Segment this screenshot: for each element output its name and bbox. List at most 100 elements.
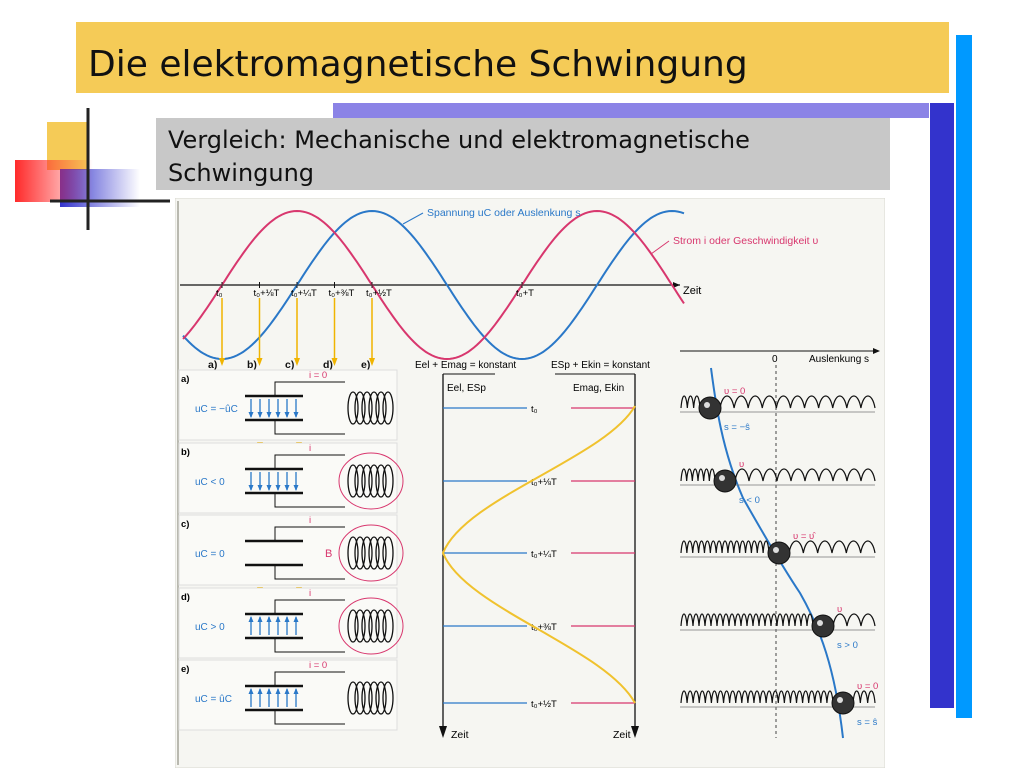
magnetic-field-loop [338,452,404,510]
spring-velocity-label: υ = 0 [857,681,878,692]
coil-loop [368,464,380,498]
coil-loop [368,609,380,643]
coil-loop [375,391,387,425]
spring-axis-zero: 0 [772,354,778,365]
circuit-current-label: i [309,588,311,599]
wire-top [274,381,345,396]
coil-loop [375,464,387,498]
time-axis-label: Zeit [683,285,701,297]
mass-ball [831,691,855,715]
field-arrow [266,616,272,622]
coil-loop [361,464,373,498]
field-arrow [266,688,272,694]
wire-bottom [274,420,345,435]
circuit-uc-label: uC = ûC [195,694,232,705]
wire-top [274,526,345,541]
spring-row: υs > 0 [680,604,876,651]
time-drop-arrow [256,358,263,366]
column-label-a: a) [208,359,217,371]
wire-bottom [274,638,345,653]
time-mark-label: t₀+¼T [291,288,317,299]
coil-loop [354,464,366,498]
circuit-uc-label: uC = −ûC [195,404,238,415]
wire-top [274,671,345,686]
wire-bottom [274,493,345,508]
title-bar [76,22,949,93]
spring-rows: υ = 0s = −ŝυs < 0υ = υ̂υs > 0υ = 0s = ŝ [680,386,878,728]
circuit-current-label: i [309,443,311,454]
mass-highlight [719,475,725,481]
circuit-uc-label: uC = 0 [195,549,225,560]
spring-right [832,613,876,627]
field-arrow [293,616,299,622]
column-label-b: b) [247,359,257,371]
spring-right [719,395,876,409]
circuit-uc-label: uC > 0 [195,622,225,633]
coil [347,464,394,498]
subtitle-box [156,118,890,190]
coil-loop [368,536,380,570]
field-arrow [266,485,272,491]
field-arrow [248,616,254,622]
coil-loop [382,681,394,715]
field-arrow [275,485,281,491]
spring-right [734,468,876,482]
coil-loop [368,681,380,715]
slide-subtitle: Vergleich: Mechanische und elektromagnet… [168,126,750,187]
current-curve [182,209,685,361]
circuit-row-label: b) [181,447,190,458]
energy-panel: Eel + Emag = konstant ESp + Ekin = konst… [415,360,650,741]
magnetic-field-loop [338,597,404,655]
spring-velocity-label: υ [739,459,744,470]
wire-top [274,599,345,614]
circuit-field-label: B [325,548,332,560]
circuit-row: b)uC < 0i [178,442,404,521]
wire-bottom [274,710,345,725]
coil-loop [375,609,387,643]
mass-highlight [704,402,710,408]
voltage-curve [182,209,685,361]
time-drop-arrow [331,358,338,366]
field-arrow [266,412,272,418]
wire-top [274,454,345,469]
mass-ball [767,541,791,565]
spring-left [680,613,814,627]
energy-row-label: t₀ [531,404,538,415]
spring-left [680,395,701,409]
coil-loop [361,536,373,570]
column-label-e: e) [361,359,370,371]
energy-right-eq: ESp + Ekin = konstant [551,360,650,371]
coil-loop [354,536,366,570]
coil-loop [361,681,373,715]
circuit-row-label: d) [181,592,190,603]
mass-ball [811,614,835,638]
field-arrow [257,688,263,694]
coil-loop [382,391,394,425]
spring-position-label: s = −ŝ [724,422,750,433]
magnetic-field-loop [338,524,404,582]
circuit-row: c)uC = 0iB [178,514,404,593]
mass-highlight [817,620,823,626]
field-arrow [293,412,299,418]
field-arrow [275,616,281,622]
column-label-c: c) [285,359,294,371]
coil-loop [361,391,373,425]
energy-row-label: t₀+⅜T [531,622,557,633]
accent-bar-blue-light [956,35,972,718]
mass-ball [698,396,722,420]
mass-highlight [837,697,843,703]
spring-row: υ = 0s = −ŝ [680,386,876,433]
circuit-current-label: i = 0 [309,370,327,381]
coil-loop [347,681,359,715]
time-mark-label: t₀ [216,288,223,299]
coil [347,609,394,643]
time-drop-arrow [294,358,300,366]
field-arrow [257,485,263,491]
circuit-row: d) uC > 0 i [178,587,404,666]
field-arrow [284,485,290,491]
energy-row-label: t₀+⅛T [531,477,557,488]
time-drop-arrow [219,358,225,366]
field-arrow [293,485,299,491]
